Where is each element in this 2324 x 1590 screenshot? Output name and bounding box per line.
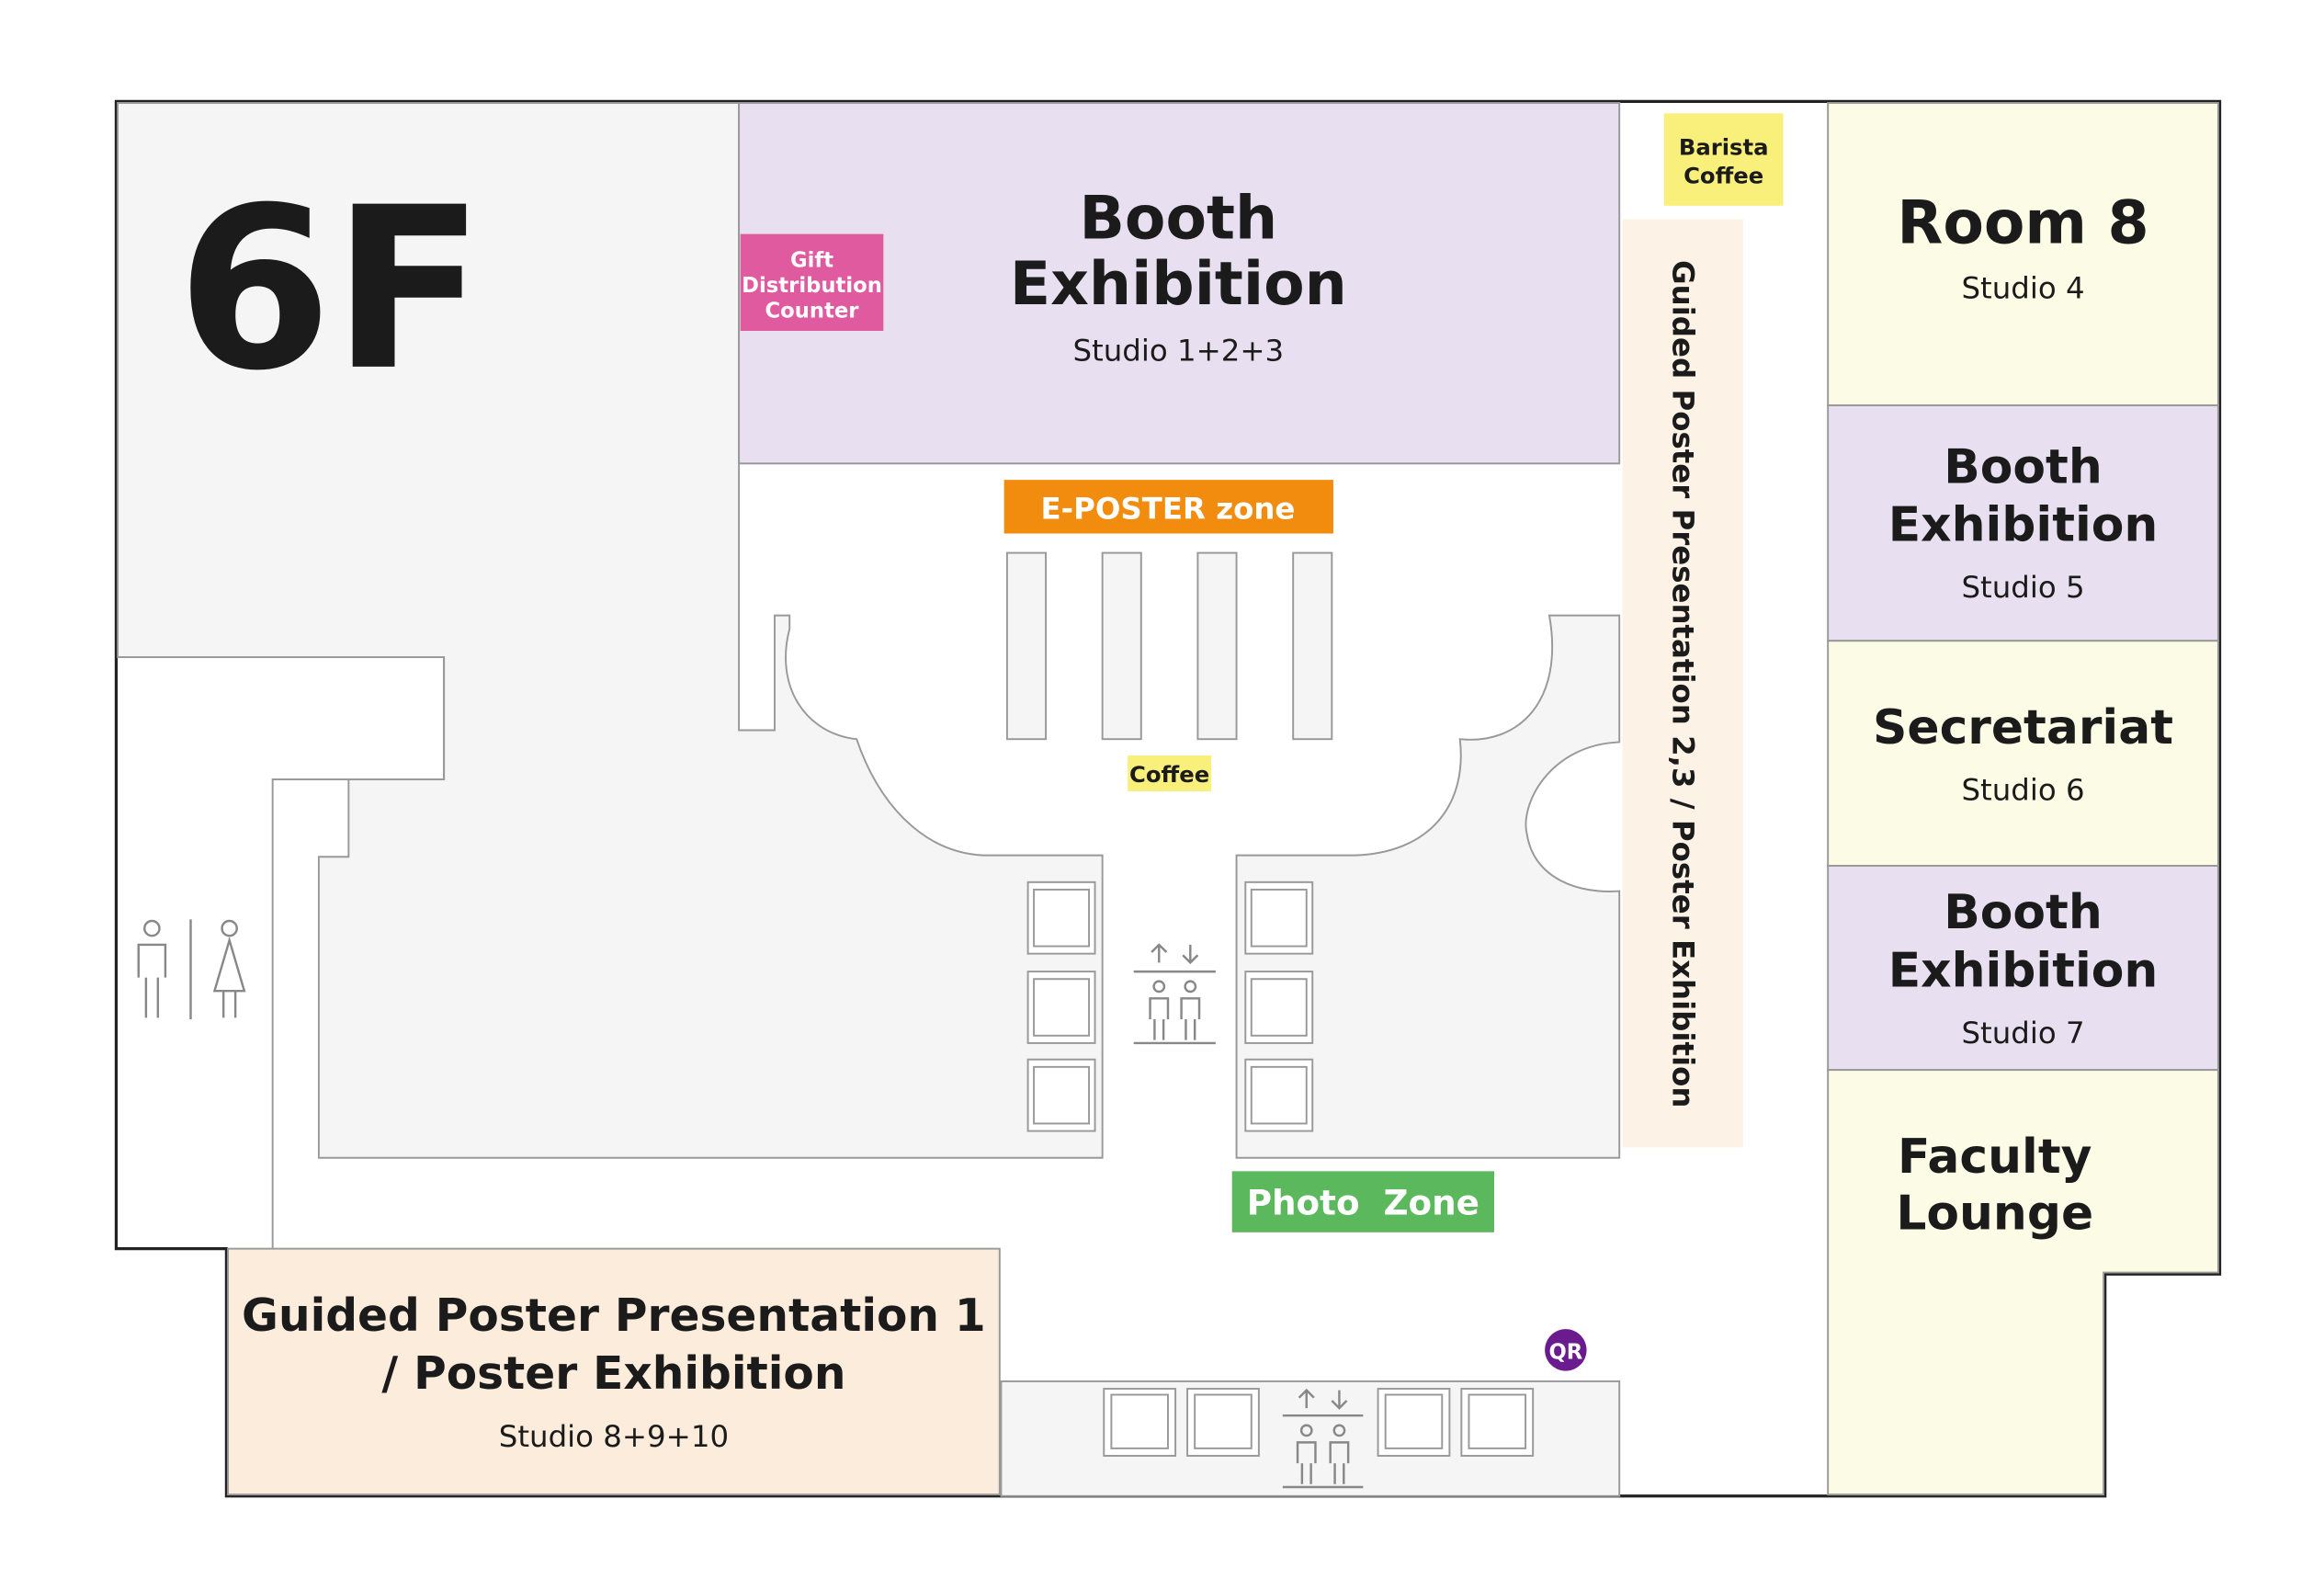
faculty-title-1: Faculty [1898,1130,2092,1185]
booth-main-title-1: Booth [1080,184,1278,253]
coffee-spot[interactable] [1128,755,1211,791]
room-8[interactable] [1827,102,2219,407]
gift-distribution-counter[interactable] [740,233,884,332]
left-corridor-wall [118,656,446,1249]
floor-label: 6F [176,160,484,420]
qr-label: QR [1548,1341,1582,1365]
faculty-lounge[interactable] [1827,1069,2219,1496]
barista-line-1: Barista [1679,134,1769,161]
e-poster-zone[interactable] [1003,480,1333,534]
e-poster-stand [1005,551,1048,741]
elevator-icon[interactable] [1282,1388,1364,1489]
coffee-spot-label: Coffee [1129,761,1209,788]
guided-poster-2-3-label: Guided Poster Presentation 2,3 / Poster … [1666,260,1701,1107]
elevator-car [1194,1393,1253,1449]
faculty-title-2: Lounge [1896,1187,2093,1242]
gift-line-2: Distribution [742,274,882,298]
guided-poster-1[interactable] [227,1247,1001,1496]
elevator-car [1033,888,1091,948]
left-gray-area [117,102,1104,1159]
secretariat-title: Secretariat [1873,700,2173,755]
booth-7-title-2: Exhibition [1888,943,2159,998]
elevator-bank-bottom [1103,1388,1535,1457]
elevator-car [1250,888,1308,948]
guided-poster-2-3[interactable] [1622,219,1743,1148]
barista-line-2: Coffee [1683,163,1763,189]
gift-line-1: Gift [790,248,833,272]
guided-poster-1-line-2: / Poster Exhibition [381,1348,845,1400]
right-gray-area [1235,614,1621,1159]
booth-5-title-2: Exhibition [1888,498,2159,553]
barista-coffee[interactable] [1663,113,1784,206]
e-poster-zone-label: E-POSTER zone [1041,491,1296,526]
booth-main-title-2: Exhibition [1010,250,1347,319]
e-poster-stand [1196,551,1238,741]
gift-line-3: Counter [765,299,860,323]
guided-poster-1-line-1: Guided Poster Presentation 1 [242,1290,986,1342]
elevator-bank-right [1244,880,1314,1132]
e-poster-stand [1292,551,1333,741]
elevator-car [1110,1393,1169,1449]
elevator-car [1384,1393,1444,1449]
elevator-car [1033,1065,1091,1125]
e-poster-stand [1101,551,1142,741]
booth-main-studio: Studio 1+2+3 [1072,333,1284,368]
booth-exhibition-main[interactable] [738,102,1621,465]
elevator-car [1250,978,1308,1037]
room-8-title: Room 8 [1897,188,2148,257]
guided-poster-1-studio: Studio 8+9+10 [499,1419,729,1454]
photo-zone[interactable] [1231,1171,1495,1232]
room-8-studio: Studio 4 [1961,270,2084,305]
e-poster-stands [1005,551,1333,741]
elevator-car [1250,1065,1308,1125]
booth-5-studio: Studio 5 [1961,570,2084,605]
photo-zone-label: Photo Zone [1247,1182,1479,1222]
booth-5-title-1: Booth [1944,439,2103,494]
booth-exhibition-studio-5[interactable] [1827,404,2219,642]
booth-7-title-1: Booth [1944,885,2103,940]
secretariat-studio: Studio 6 [1961,773,2084,808]
elevator-bank-left [1026,880,1096,1132]
booth-7-studio: Studio 7 [1961,1016,2084,1051]
elevator-car [1468,1393,1527,1449]
restroom-icon[interactable] [137,919,246,1019]
booth-exhibition-studio-7[interactable] [1827,865,2219,1072]
qr-marker[interactable] [1545,1329,1587,1371]
elevator-car [1033,978,1091,1037]
elevator-icon[interactable] [1133,943,1216,1045]
